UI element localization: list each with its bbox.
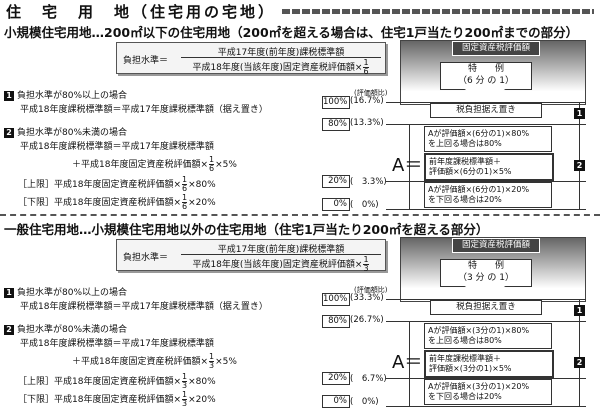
burden-level-formula: 負担水準＝ 平成17年度(前年度)課税標準額 平成18年度(当該年度)固定資産税… (116, 42, 386, 76)
eval-ratio-label: (評価額比) (354, 286, 388, 294)
formula-numerator: 平成17年度(前年度)課税標準額 (217, 48, 345, 58)
reduction-arrow-icon (463, 285, 507, 299)
level-80-line (386, 321, 586, 322)
page-title: 住 宅 用 地（住宅用の宅地） (6, 3, 277, 21)
A-equals-label: A＝ (392, 352, 423, 373)
burden-level-formula: 負担水準＝ 平成17年度(前年度)課税標準額 平成18年度(当該年度)固定資産税… (116, 239, 386, 273)
case-2-marker: 2 (574, 160, 585, 171)
level-100-ratio: (16.7%) (350, 96, 384, 106)
case-number-badge: 1 (4, 91, 14, 101)
case-number-badge: 2 (4, 325, 14, 335)
level-80-pct: 80% (322, 118, 350, 131)
level-100-pct: 100% (322, 96, 350, 109)
calculation-note: 前年度課税標準額＋評価額×(3分の1)×5% (424, 350, 554, 378)
formula-fraction-bar (181, 57, 381, 58)
case1-formula: 平成18年度課税標準額＝平成17年度課税標準額（据え置き） (20, 105, 268, 115)
level-100-pct: 100% (322, 293, 350, 306)
lower-limit-note: Aが評価額×(6分の1)×20%を下回る場合は20% (424, 182, 552, 208)
formula-fraction-bar (181, 254, 381, 255)
case2-line1: 平成18年度課税標準額＝平成17年度課税標準額 (20, 142, 214, 152)
case1-formula: 平成18年度課税標準額＝平成17年度課税標準額（据え置き） (20, 302, 268, 312)
upper-limit-note: Aが評価額×(3分の1)×80%を上回る場合は80% (424, 323, 552, 349)
level-20-pct: 20% (322, 372, 350, 385)
level-80-ratio: (26.7%) (350, 315, 384, 325)
upper-limit-note: Aが評価額×(6分の1)×80%を上回る場合は80% (424, 126, 552, 152)
formula-label: 負担水準＝ (123, 253, 169, 263)
level-20-ratio: ( 6.7%) (350, 374, 387, 384)
formula-label: 負担水準＝ (123, 56, 169, 66)
level-100-ratio: (33.3%) (350, 293, 384, 303)
eval-ratio-label: (評価額比) (354, 89, 388, 97)
level-0-line (386, 209, 586, 210)
range-bracket (579, 102, 580, 209)
panel-heading: 固定資産税評価額 (452, 41, 540, 56)
section-general-residential: 一般住宅用地…小規模住宅用地以外の住宅用地（住宅1戸当たり200㎡を超える部分）… (0, 219, 600, 409)
section-heading: 一般住宅用地…小規模住宅用地以外の住宅用地（住宅1戸当たり200㎡を超える部分） (4, 222, 489, 237)
level-80-pct: 80% (322, 315, 350, 328)
calculation-note: 前年度課税標準額＋評価額×(6分の1)×5% (424, 153, 554, 181)
scale-axis (409, 124, 410, 209)
case-1-marker: 1 (574, 108, 585, 119)
level-80-ratio: (13.3%) (350, 118, 384, 128)
scale-axis (409, 321, 410, 406)
level-20-pct: 20% (322, 175, 350, 188)
section-divider (0, 214, 600, 216)
formula-numerator: 平成17年度(前年度)課税標準額 (217, 245, 345, 255)
case-2-marker: 2 (574, 357, 585, 368)
case-number-badge: 1 (4, 288, 14, 298)
section-heading: 小規模住宅用地…200㎡以下の住宅用地（200㎡を超える場合は、住宅1戸当たり2… (4, 25, 579, 40)
lower-limit-note: Aが評価額×(3分の1)×20%を下回る場合は20% (424, 379, 552, 405)
level-100-line (386, 299, 586, 300)
title-decoration (282, 9, 594, 14)
level-0-ratio: ( 0%) (350, 200, 379, 210)
A-equals-label: A＝ (392, 155, 423, 176)
level-0-pct: 0% (322, 198, 350, 211)
level-80-line (386, 124, 586, 125)
tax-burden-freeze-label: 税負担据え置き (430, 300, 542, 315)
level-0-line (386, 406, 586, 407)
case-number-badge: 2 (4, 128, 14, 138)
level-0-pct: 0% (322, 395, 350, 408)
level-20-line (386, 378, 586, 379)
level-20-ratio: ( 3.3%) (350, 177, 387, 187)
special-provision-label: 特 例（3 分 の 1） (440, 259, 532, 287)
level-0-ratio: ( 0%) (350, 397, 379, 407)
level-100-line (386, 102, 586, 103)
range-bracket (579, 299, 580, 406)
case-1-marker: 1 (574, 305, 585, 316)
section-small-residential: 小規模住宅用地…200㎡以下の住宅用地（200㎡を超える場合は、住宅1戸当たり2… (0, 22, 600, 212)
tax-burden-freeze-label: 税負担据え置き (430, 103, 542, 118)
case2-line1: 平成18年度課税標準額＝平成17年度課税標準額 (20, 339, 214, 349)
level-20-line (386, 181, 586, 182)
special-provision-label: 特 例（6 分 の 1） (440, 62, 532, 90)
reduction-arrow-icon (463, 88, 507, 102)
panel-heading: 固定資産税評価額 (452, 238, 540, 253)
